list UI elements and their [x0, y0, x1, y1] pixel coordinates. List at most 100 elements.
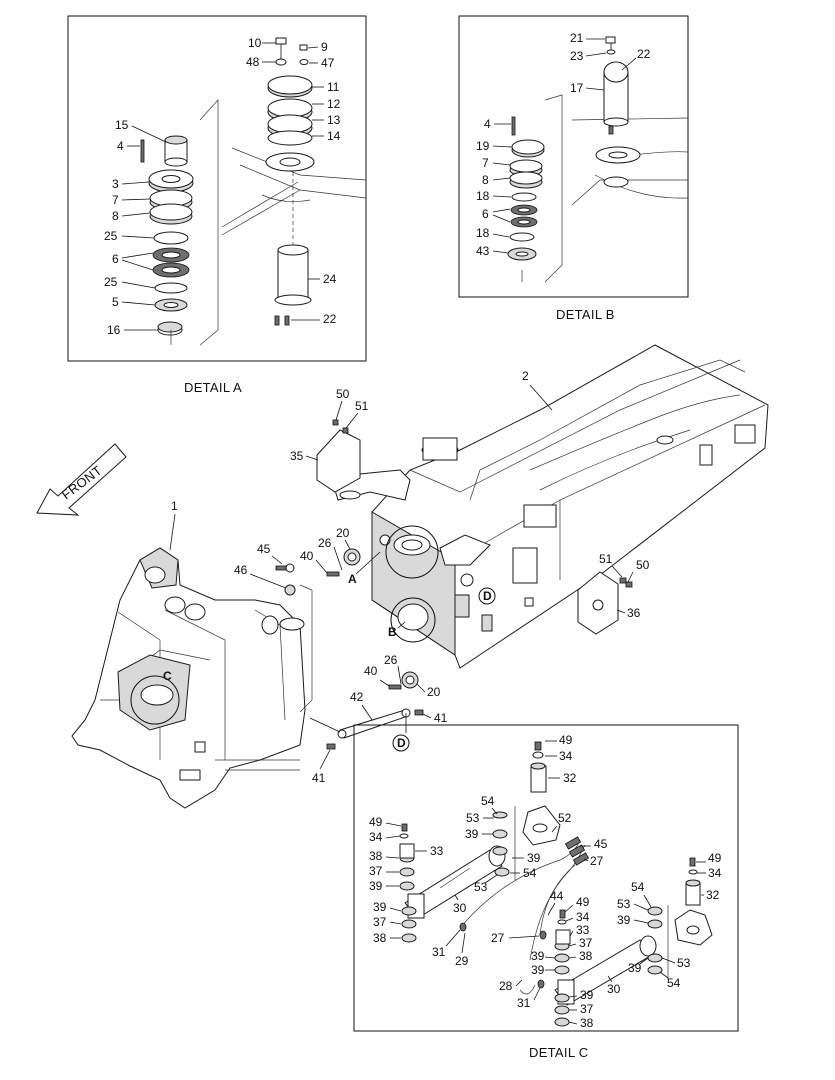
detail-a-caption: DETAIL A: [184, 380, 242, 395]
label-39e: 39: [531, 949, 545, 963]
marker-c: C: [163, 669, 172, 683]
label-45b: 45: [594, 837, 608, 851]
rear-frame: [334, 344, 769, 669]
label-6: 6: [112, 252, 119, 266]
label-15: 15: [115, 118, 129, 132]
label-19: 19: [476, 139, 490, 153]
label-34c: 34: [576, 910, 590, 924]
label-46: 46: [234, 563, 248, 577]
label-20b: 20: [427, 685, 441, 699]
label-51a: 51: [355, 399, 369, 413]
label-33b: 33: [576, 923, 590, 937]
detail-a-frame: [67, 15, 367, 362]
label-27a: 27: [590, 854, 604, 868]
label-2: 2: [522, 369, 529, 383]
label-51b: 51: [599, 552, 613, 566]
label-45a: 45: [257, 542, 271, 556]
label-44: 44: [550, 889, 564, 903]
label-53a: 53: [466, 811, 480, 825]
label-40a: 40: [300, 549, 314, 563]
label-49b: 49: [369, 815, 383, 829]
label-14: 14: [327, 129, 341, 143]
label-39d: 39: [373, 900, 387, 914]
label-28: 28: [499, 979, 513, 993]
marker-d-1: D: [483, 589, 492, 603]
label-24: 24: [323, 272, 337, 286]
label-8b: 8: [482, 173, 489, 187]
label-32b: 32: [706, 888, 720, 902]
label-30b: 30: [607, 982, 621, 996]
label-39i: 39: [617, 913, 631, 927]
label-25a: 25: [104, 229, 118, 243]
label-18a: 18: [476, 189, 490, 203]
label-27b: 27: [491, 931, 505, 945]
label-38c: 38: [579, 949, 593, 963]
label-31b: 31: [517, 996, 531, 1010]
detail-b-caption: DETAIL B: [556, 307, 615, 322]
label-25b: 25: [104, 275, 118, 289]
label-34a: 34: [559, 749, 573, 763]
label-26a: 26: [318, 536, 332, 550]
label-41b: 41: [312, 771, 326, 785]
label-5: 5: [112, 295, 119, 309]
front-frame: [71, 547, 306, 809]
label-3: 3: [112, 177, 119, 191]
label-38d: 38: [580, 1016, 594, 1030]
label-32a: 32: [563, 771, 577, 785]
label-4: 4: [117, 139, 124, 153]
marker-d-2: D: [397, 736, 406, 750]
label-30a: 30: [453, 901, 467, 915]
label-50b: 50: [636, 558, 650, 572]
label-35: 35: [290, 449, 304, 463]
label-37a: 37: [369, 864, 383, 878]
detail-b-labels: 21 23 22 17 4 19 7 8 18 6 18 43 DETAIL B: [476, 31, 651, 322]
label-7b: 7: [482, 156, 489, 170]
front-arrow: FRONT: [36, 443, 127, 516]
label-39h: 39: [628, 961, 642, 975]
detail-a-labels: 10 9 48 47 11 12 13 14 15 4 3 7 8 25 6 2…: [104, 36, 341, 395]
label-7: 7: [112, 193, 119, 207]
label-37c: 37: [579, 936, 593, 950]
label-52: 52: [558, 811, 572, 825]
label-39b: 39: [527, 851, 541, 865]
label-22a: 22: [323, 312, 337, 326]
label-54b: 54: [523, 866, 537, 880]
label-39f: 39: [531, 963, 545, 977]
label-37d: 37: [580, 1002, 594, 1016]
label-47: 47: [321, 56, 335, 70]
label-49c: 49: [576, 895, 590, 909]
label-21: 21: [570, 31, 584, 45]
label-13: 13: [327, 113, 341, 127]
label-39a: 39: [465, 827, 479, 841]
label-42: 42: [350, 690, 364, 704]
label-34b: 34: [369, 830, 383, 844]
label-53c: 53: [617, 897, 631, 911]
label-26b: 26: [384, 653, 398, 667]
label-53b: 53: [474, 880, 488, 894]
label-54d: 54: [667, 976, 681, 990]
label-34d: 34: [708, 866, 722, 880]
label-40b: 40: [364, 664, 378, 678]
label-17: 17: [570, 81, 584, 95]
label-36: 36: [627, 606, 641, 620]
detail-a: [67, 15, 367, 362]
label-49d: 49: [708, 851, 722, 865]
steering-link: [309, 708, 424, 750]
label-50a: 50: [336, 387, 350, 401]
label-48: 48: [246, 55, 260, 69]
label-12: 12: [327, 97, 341, 111]
label-8: 8: [112, 209, 119, 223]
label-39g: 39: [580, 988, 594, 1002]
label-33a: 33: [430, 844, 444, 858]
label-43: 43: [476, 244, 490, 258]
label-11: 11: [327, 80, 340, 94]
label-53d: 53: [677, 956, 691, 970]
marker-a: A: [348, 572, 357, 586]
label-38a: 38: [369, 849, 383, 863]
label-37b: 37: [373, 915, 387, 929]
label-38b: 38: [373, 931, 387, 945]
label-29: 29: [455, 954, 469, 968]
label-31a: 31: [432, 945, 446, 959]
detail-c: [353, 724, 739, 1032]
